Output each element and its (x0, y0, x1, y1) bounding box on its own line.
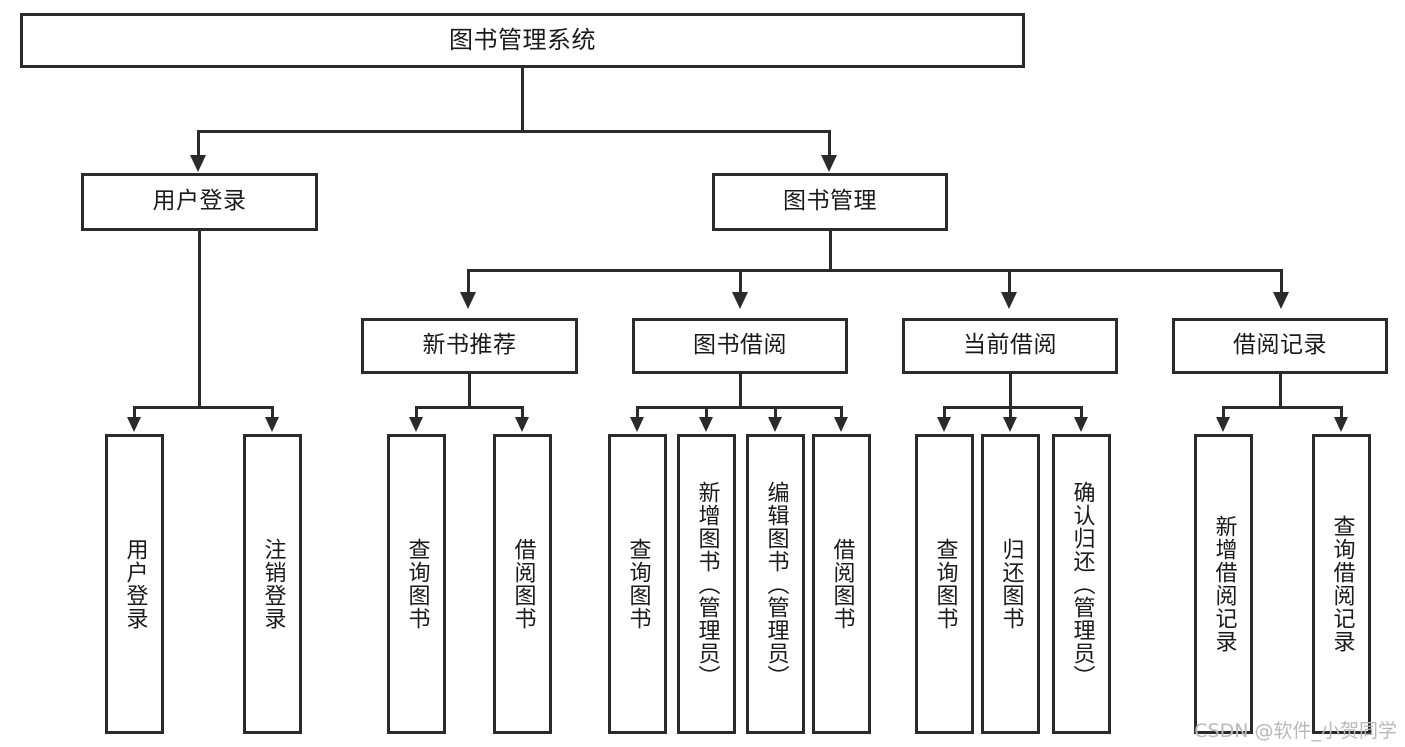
arrow-to-book-borrow (732, 292, 748, 309)
leaf-logout[interactable]: 注销登录 (243, 434, 302, 734)
node-current-borrow[interactable]: 当前借阅 (902, 318, 1118, 374)
node-label: 图书借阅 (693, 332, 787, 359)
arrow-to-user-login (190, 155, 206, 172)
edge-user-login-bus (133, 406, 273, 409)
node-user-login[interactable]: 用户登录 (81, 173, 318, 231)
node-label: 用户登录 (152, 188, 247, 215)
leaf-bb-add-book-admin[interactable]: 新增图书（管理员） (677, 434, 736, 734)
edge-level2-bus (197, 130, 831, 133)
arrow-user-login-leaf2 (265, 417, 279, 432)
arrow-nbr-leaf2 (515, 417, 529, 432)
node-book-management[interactable]: 图书管理 (712, 173, 948, 231)
edge-bb-leaf3 (774, 406, 777, 420)
edge-to-book-management (828, 130, 831, 158)
leaf-cb-query-book[interactable]: 查询图书 (915, 434, 974, 734)
leaf-user-login[interactable]: 用户登录 (105, 434, 164, 734)
node-label: 查询借阅记录 (1329, 515, 1355, 653)
edge-new-book-recommend-stem (468, 374, 471, 408)
edge-cb-leaf2 (1009, 406, 1012, 420)
leaf-cb-confirm-return-admin[interactable]: 确认归还（管理员） (1052, 434, 1111, 734)
leaf-bb-borrow-book[interactable]: 借阅图书 (812, 434, 871, 734)
edge-borrow-records-bus (1222, 406, 1340, 409)
node-label: 借阅记录 (1233, 332, 1327, 359)
node-label: 借阅图书 (510, 538, 536, 630)
arrow-to-current-borrow (1001, 292, 1017, 309)
arrow-cb-leaf2 (1003, 417, 1017, 432)
node-label: 归还图书 (998, 538, 1024, 630)
arrow-br-leaf1 (1216, 417, 1230, 432)
edge-root-stem (521, 68, 524, 130)
edge-book-borrow-bus (636, 406, 843, 409)
edge-nbr-leaf1 (415, 406, 418, 420)
node-book-borrow[interactable]: 图书借阅 (632, 318, 848, 374)
edge-to-book-borrow (739, 269, 742, 295)
node-label: 当前借阅 (963, 332, 1057, 359)
node-label: 借阅图书 (829, 538, 855, 630)
leaf-nbr-query-book[interactable]: 查询图书 (387, 434, 446, 734)
csdn-watermark: CSDN @软件_小贺同学 (1194, 720, 1397, 742)
edge-book-management-stem (829, 231, 832, 271)
node-root-book-management-system[interactable]: 图书管理系统 (20, 13, 1025, 68)
edge-new-book-recommend-bus (415, 406, 523, 409)
leaf-br-add-record[interactable]: 新增借阅记录 (1194, 434, 1253, 734)
edge-current-borrow-bus (943, 406, 1083, 409)
node-label: 图书管理系统 (449, 26, 596, 55)
edge-user-login-stem (198, 231, 201, 406)
edge-user-login-leaf2 (271, 406, 274, 420)
leaf-cb-return-book[interactable]: 归还图书 (981, 434, 1040, 734)
node-label: 用户登录 (122, 538, 148, 630)
node-label: 新增借阅记录 (1211, 515, 1237, 653)
node-label: 确认归还（管理员） (1069, 480, 1095, 688)
edge-br-leaf2 (1340, 406, 1343, 420)
arrow-bb-leaf2 (699, 417, 713, 432)
node-new-book-recommend[interactable]: 新书推荐 (361, 318, 578, 374)
leaf-bb-edit-book-admin[interactable]: 编辑图书（管理员） (746, 434, 805, 734)
arrow-bb-leaf3 (768, 417, 782, 432)
leaf-nbr-borrow-book[interactable]: 借阅图书 (493, 434, 552, 734)
arrow-to-new-book-recommend (460, 292, 476, 309)
edge-to-borrow-records (1280, 269, 1283, 295)
node-label: 图书管理 (783, 188, 877, 215)
arrow-nbr-leaf1 (409, 417, 423, 432)
node-label: 查询图书 (932, 538, 958, 630)
edge-level3-bus (467, 269, 1283, 272)
leaf-bb-query-book[interactable]: 查询图书 (608, 434, 667, 734)
edge-current-borrow-stem (1009, 374, 1012, 408)
edge-user-login-leaf1 (133, 406, 136, 420)
node-label: 新增图书（管理员） (694, 480, 720, 688)
edge-cb-leaf1 (943, 406, 946, 420)
leaf-br-query-record[interactable]: 查询借阅记录 (1312, 434, 1371, 734)
node-label: 注销登录 (260, 538, 286, 630)
edge-nbr-leaf2 (521, 406, 524, 420)
edge-br-leaf1 (1222, 406, 1225, 420)
node-label: 编辑图书（管理员） (763, 480, 789, 688)
node-label: 新书推荐 (422, 332, 517, 359)
arrow-cb-leaf3 (1074, 417, 1088, 432)
edge-to-new-book-recommend (467, 269, 470, 295)
node-label: 查询图书 (625, 538, 651, 630)
edge-book-borrow-stem (739, 374, 742, 408)
node-label: 查询图书 (404, 538, 430, 630)
edge-cb-leaf3 (1080, 406, 1083, 420)
arrow-cb-leaf1 (937, 417, 951, 432)
arrow-bb-leaf1 (630, 417, 644, 432)
edge-to-current-borrow (1008, 269, 1011, 295)
edge-borrow-records-stem (1279, 374, 1282, 408)
arrow-to-book-management (821, 155, 837, 172)
arrow-to-borrow-records (1273, 292, 1289, 309)
arrow-br-leaf2 (1334, 417, 1348, 432)
node-borrow-records[interactable]: 借阅记录 (1172, 318, 1388, 374)
edge-to-user-login (197, 130, 200, 158)
edge-bb-leaf1 (636, 406, 639, 420)
arrow-bb-leaf4 (834, 417, 848, 432)
edge-bb-leaf2 (705, 406, 708, 420)
arrow-user-login-leaf1 (127, 417, 141, 432)
edge-bb-leaf4 (840, 406, 843, 420)
